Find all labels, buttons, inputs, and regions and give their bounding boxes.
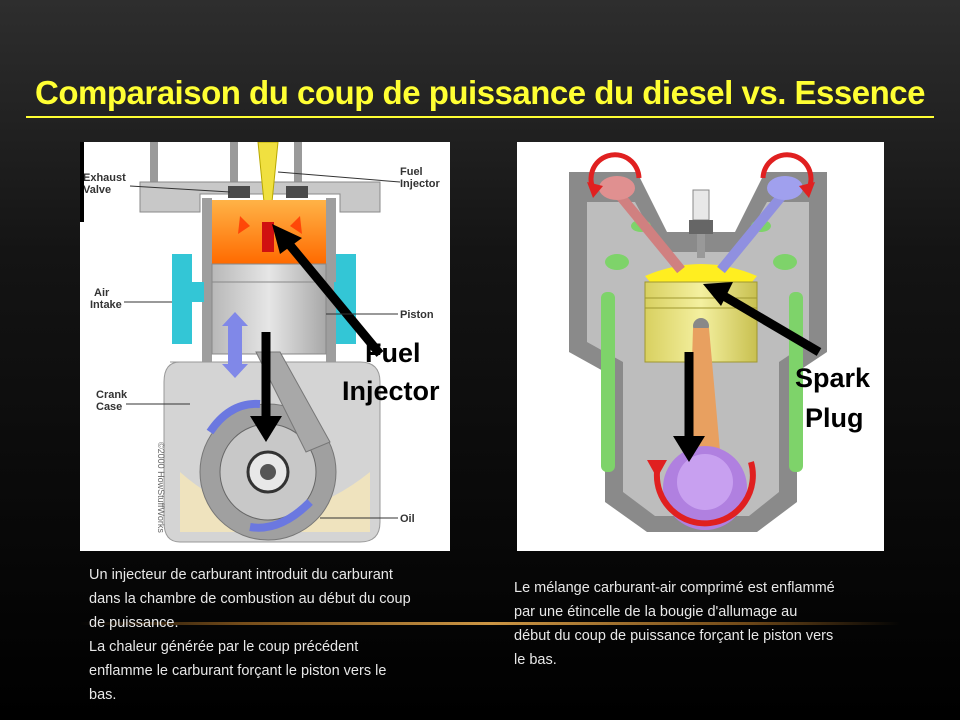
label-fuel-injector-2: Injector <box>400 178 440 190</box>
panel-notch <box>80 142 84 222</box>
label-copyright: ©2000 HowStuffWorks <box>156 442 166 533</box>
gasoline-engine-diagram: Spark Plug <box>517 142 884 551</box>
diesel-caption: Un injecteur de carburant introduit du c… <box>89 563 459 707</box>
gasoline-engine-illustration: Spark Plug <box>517 142 884 551</box>
label-crank-case-2: Case <box>96 401 122 413</box>
diesel-caption-line: dans la chambre de combustion au début d… <box>89 587 459 611</box>
diesel-caption-line: bas. <box>89 683 459 707</box>
label-exhaust-valve-1: Exhaust <box>83 172 126 184</box>
label-crank-case-1: Crank <box>96 389 128 401</box>
gasoline-caption-line: le bas. <box>514 648 894 672</box>
diesel-engine-diagram: Exhaust Valve Fuel Injector Air Intake P… <box>80 142 450 551</box>
label-oil: Oil <box>400 513 415 525</box>
label-exhaust-valve-2: Valve <box>83 184 111 196</box>
title-underline <box>26 116 934 118</box>
diesel-caption-line: enflamme le carburant forçant le piston … <box>89 659 459 683</box>
label-air-intake-2: Intake <box>90 299 122 311</box>
callout-spark: Spark <box>795 363 871 393</box>
diesel-caption-line: de puissance. <box>89 611 459 635</box>
label-fuel-injector-1: Fuel <box>400 166 423 178</box>
label-piston: Piston <box>400 309 434 321</box>
slide-title: Comparaison du coup de puissance du dies… <box>0 74 960 112</box>
gasoline-caption-line: début du coup de puissance forçant le pi… <box>514 624 894 648</box>
callout-fuel: Fuel <box>365 338 421 368</box>
gasoline-caption: Le mélange carburant-air comprimé est en… <box>514 576 894 672</box>
diesel-caption-line: La chaleur générée par le coup précédent <box>89 635 459 659</box>
gasoline-caption-line: par une étincelle de la bougie d'allumag… <box>514 600 894 624</box>
label-air-intake-1: Air <box>94 287 110 299</box>
diesel-caption-line: Un injecteur de carburant introduit du c… <box>89 563 459 587</box>
gasoline-caption-line: Le mélange carburant-air comprimé est en… <box>514 576 894 600</box>
diesel-engine-illustration: Exhaust Valve Fuel Injector Air Intake P… <box>80 142 450 551</box>
callout-plug: Plug <box>805 403 864 433</box>
callout-injector: Injector <box>342 376 440 406</box>
